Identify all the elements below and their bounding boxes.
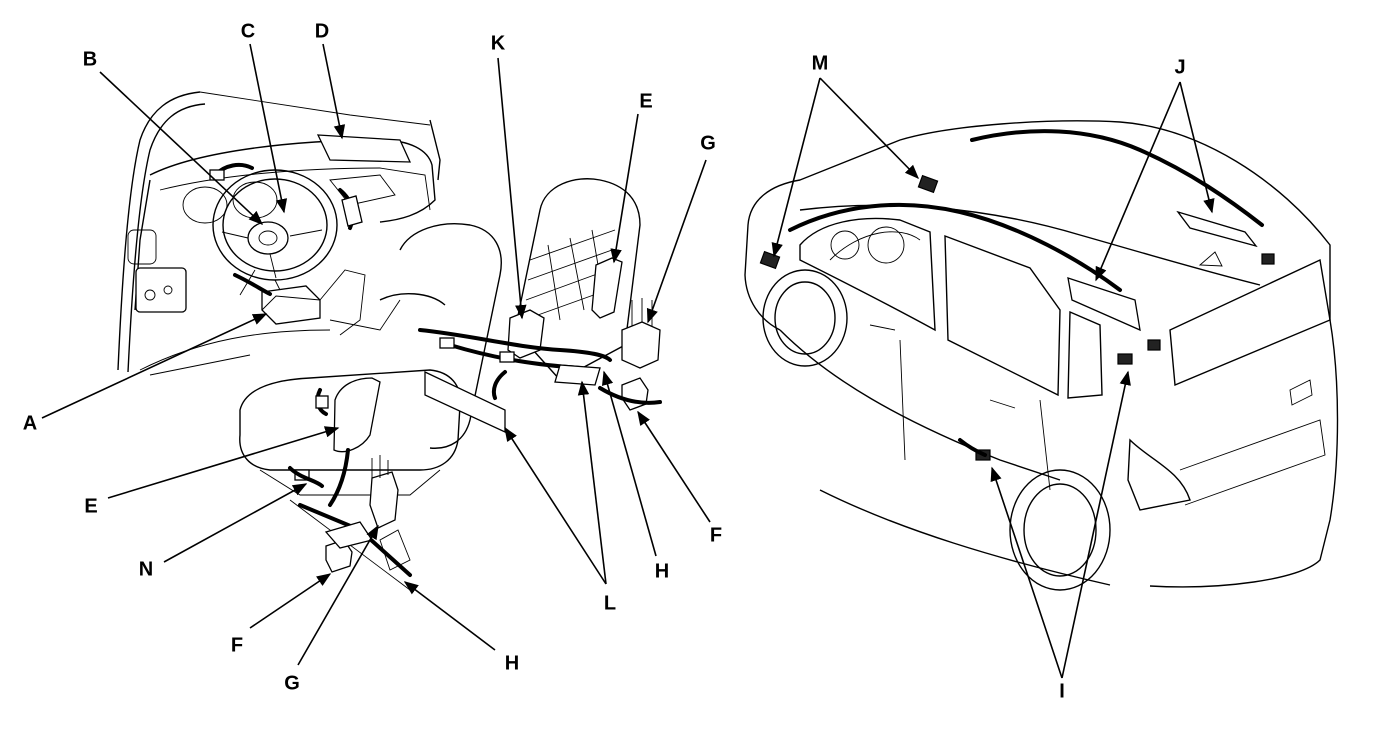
leader-m-left [771,77,821,258]
leader-b [99,71,264,225]
leader-i-right [1061,370,1131,679]
callout-h-right: H [655,560,669,582]
leader-j-left [1095,81,1181,282]
leader-i-left [990,466,1063,679]
callout-h-lower: H [505,652,519,674]
callout-j: J [1174,56,1185,78]
callout-a: A [23,412,37,434]
leader-h-lower [403,581,496,651]
leader-d [322,43,346,140]
callout-g-right: G [700,132,716,154]
callout-i: I [1059,680,1065,702]
callout-g-lower: G [284,672,300,694]
callout-k: K [491,32,506,54]
callout-b: B [83,48,97,70]
leader-f-right [637,410,711,523]
leader-k [497,57,527,320]
vehicle-exterior-illustration [744,120,1339,591]
callout-n: N [139,558,153,580]
callout-d: D [315,20,329,42]
leader-n [163,483,308,563]
leader-e-upper [610,113,639,264]
leader-g-lower [297,524,379,666]
callout-e-upper: E [639,90,652,112]
leader-c [249,43,288,214]
callout-labels: A B C D E E F F G G H H I J K L M N [23,20,1186,702]
callout-e-lower: E [84,495,97,517]
leader-l-right [577,380,607,585]
leader-f-lower [249,573,332,629]
callout-m: M [812,52,829,74]
callout-f-right: F [710,524,722,546]
leader-g-right [646,159,707,324]
callout-c: C [241,20,255,42]
leader-a [41,313,268,419]
callout-l: L [604,592,616,614]
leader-h-right [601,370,657,557]
interior-illustration [117,91,662,591]
leader-m-right [819,77,920,180]
leader-lines [41,43,1215,679]
leader-l-left [504,426,607,585]
leader-j-right [1179,81,1215,214]
leader-e-lower [107,426,340,499]
callout-f-lower: F [231,634,243,656]
